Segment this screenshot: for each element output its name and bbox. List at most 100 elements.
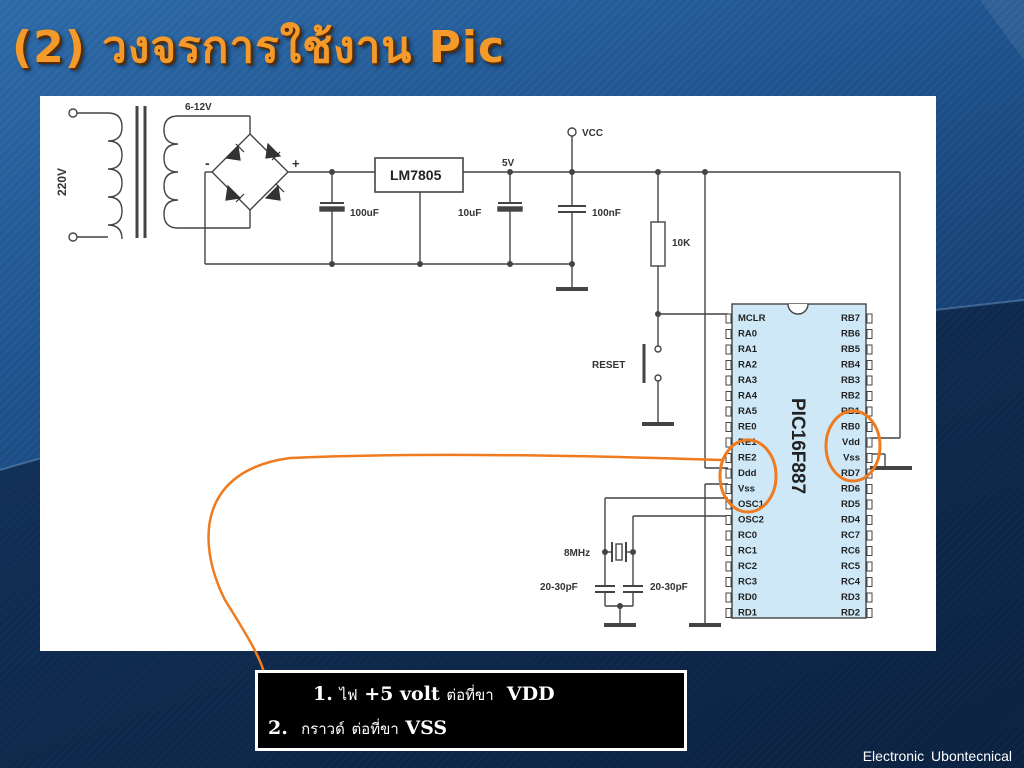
chip-pin-stub (866, 375, 873, 386)
chip-pin-stub (866, 422, 873, 432)
osc-cap-left-label: 20-30pF (540, 582, 578, 593)
note-line-1: 1. ไฟ +5 volt ต่อที่ขา VDD (313, 683, 555, 707)
chip-pin-right: RB7 (841, 313, 860, 324)
chip-pin-stub (725, 422, 732, 432)
chip-pin-right: RB5 (841, 344, 861, 355)
chip-pin-left: Vss (738, 484, 755, 495)
chip-pin-stub (725, 515, 732, 525)
chip-pin-right: RC7 (841, 530, 860, 541)
chip-pin-left: RC3 (738, 577, 757, 588)
note-line-2-pin: VSS (405, 717, 448, 739)
note-line-1-thai-b: ต่อที่ขา (446, 686, 494, 704)
chip-pin-stub (866, 313, 873, 324)
regulator-output-label: 5V (502, 158, 515, 169)
chip-pin-stub (725, 577, 732, 587)
note-box: 1. ไฟ +5 volt ต่อที่ขา VDD 2. กราวด์ ต่อ… (255, 670, 687, 751)
transformer-input-label: 220V (55, 168, 69, 196)
chip-pin-stub (725, 546, 732, 556)
cap-100uf-label: 100uF (350, 208, 379, 219)
chip-pin-stub (725, 484, 732, 494)
chip-pin-stub (725, 530, 732, 541)
chip-pin-stub (725, 608, 732, 618)
chip-pin-left: RA5 (738, 406, 758, 417)
chip-pin-stub (866, 391, 873, 401)
chip-pin-left: RE2 (738, 453, 756, 464)
chip-pin-right: RC4 (841, 577, 861, 588)
chip-pin-right: RB2 (841, 391, 860, 402)
chip-pin-stub (866, 499, 873, 510)
chip-pin-stub (866, 530, 873, 541)
slide-title: (2) วงจรการใช้งาน Pic (12, 22, 506, 73)
chip-pin-stub (725, 561, 732, 572)
chip-pin-left: RC1 (738, 546, 758, 557)
chip-pin-left: RD0 (738, 592, 757, 603)
chip-pin-stub (866, 484, 873, 494)
vcc-label: VCC (582, 128, 603, 139)
chip-pin-right: RD5 (841, 499, 861, 510)
chip-pin-left: RE1 (738, 437, 757, 448)
chip-pin-stub (866, 344, 873, 355)
note-line-1-thai-a: ไฟ (339, 686, 358, 704)
note-line-2-number: 2. (268, 717, 288, 739)
footer-credit: Electronic Ubontecnical (862, 748, 1012, 764)
chip-pin-right: RB3 (841, 375, 860, 386)
chip-pin-right: RD6 (841, 484, 860, 495)
chip-pin-stub (725, 313, 732, 324)
reset-label: RESET (592, 360, 625, 371)
chip-pin-stub (725, 468, 732, 479)
chip-pin-right: RD4 (841, 515, 861, 526)
chip-name: PIC16F887 (787, 398, 808, 494)
chip-pin-right: RD2 (841, 608, 860, 619)
note-line-1-value: +5 volt (364, 683, 440, 705)
chip-pin-stub (725, 437, 732, 448)
regulator-label: LM7805 (390, 167, 442, 183)
chip-pin-stub (866, 546, 873, 556)
chip-pin-left: RA0 (738, 329, 757, 340)
chip-pin-left: Ddd (738, 468, 757, 479)
chip-pin-right: RD7 (841, 468, 860, 479)
chip-pin-left: RA2 (738, 360, 757, 371)
crystal-label: 8MHz (564, 548, 590, 559)
chip-pin-left: OSC2 (738, 515, 764, 526)
chip-pin-stub (866, 406, 873, 417)
chip-pin-stub (866, 592, 873, 603)
chip-pin-stub (725, 329, 732, 339)
vdd-vss-highlight (824, 409, 882, 483)
bridge-plus-label: + (292, 156, 300, 171)
chip-pin-left: RA4 (738, 391, 758, 402)
chip-pin-left: RD1 (738, 608, 758, 619)
chip-pin-stub (866, 608, 873, 618)
chip-pin-left: RA1 (738, 344, 758, 355)
chip-pin-stub (725, 344, 732, 355)
note-line-2: 2. กราวด์ ต่อที่ขา VSS (268, 717, 447, 741)
chip-pin-stub (866, 329, 873, 339)
chip-pin-right: RC6 (841, 546, 860, 557)
chip-pin-right: RC5 (841, 561, 861, 572)
chip-pin-left: MCLR (738, 313, 766, 324)
schematic-drawing: MCLRRA0RA1RA2RA3RA4RA5RE0RE1RE2DddVssOSC… (55, 102, 912, 627)
chip-pin-left: RE0 (738, 422, 756, 433)
note-line-1-number: 1. (313, 683, 333, 705)
secondary-voltage-label: 6-12V (185, 102, 212, 113)
chip-pin-left: RC0 (738, 530, 757, 541)
osc-cap-right-label: 20-30pF (650, 582, 688, 593)
chip-pin-stub (725, 375, 732, 386)
chip-pin-stub (866, 453, 873, 463)
chip-pin-right: RB4 (841, 360, 861, 371)
chip-pin-left: RA3 (738, 375, 757, 386)
note-line-2-thai-a: กราวด์ (301, 720, 345, 738)
cap-10uf-label: 10uF (458, 208, 481, 219)
resistor-label: 10K (672, 238, 691, 249)
chip-pin-right: RD3 (841, 592, 860, 603)
chip-pin-stub (866, 561, 873, 572)
chip-pin-stub (866, 577, 873, 587)
pic-chip-body (731, 303, 867, 619)
chip-pin-right: RB6 (841, 329, 860, 340)
chip-pin-stub (725, 391, 732, 401)
chip-pin-right: Vss (843, 453, 860, 464)
chip-pin-stub (725, 453, 732, 463)
chip-pin-left: OSC1 (738, 499, 765, 510)
chip-pin-stub (866, 437, 873, 448)
cap-100nf-label: 100nF (592, 208, 621, 219)
